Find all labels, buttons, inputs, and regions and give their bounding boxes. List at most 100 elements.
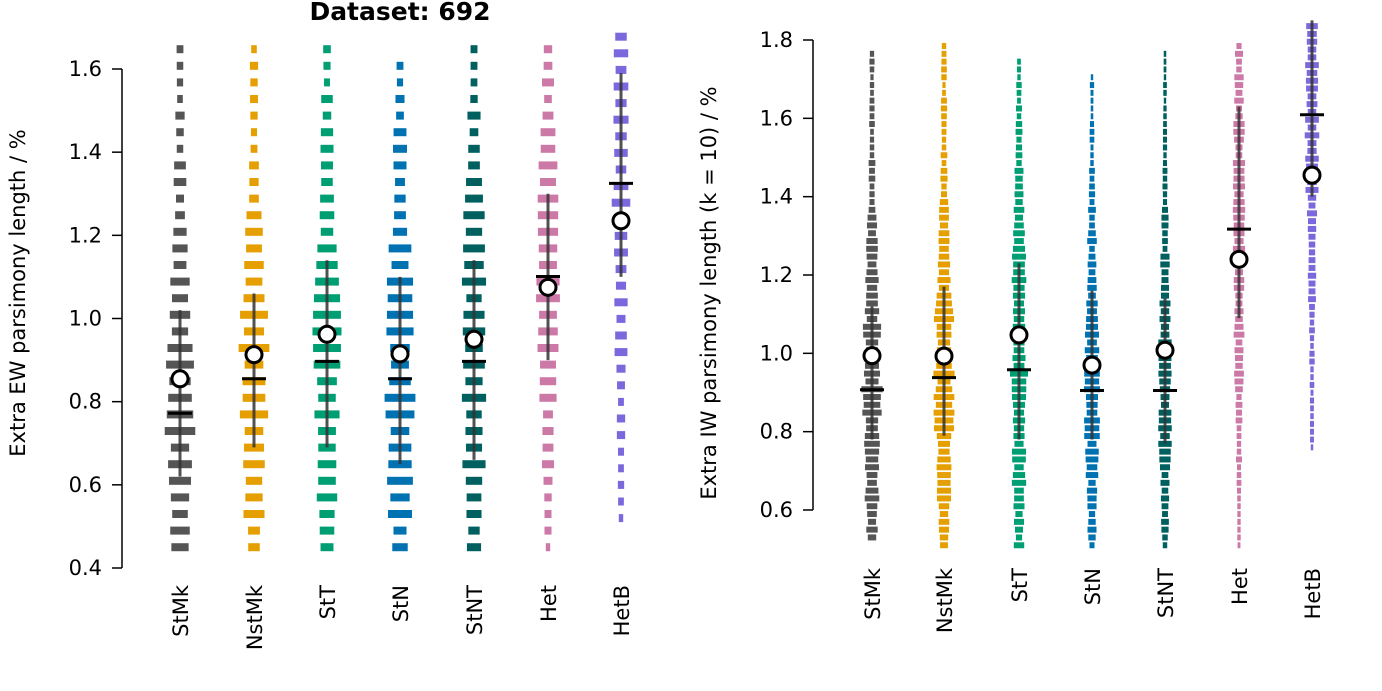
distribution-mark — [175, 194, 185, 203]
distribution-mark — [1089, 214, 1095, 221]
distribution-mark — [170, 526, 190, 535]
distribution-mark — [1088, 253, 1096, 260]
distribution-mark — [1012, 472, 1026, 479]
distribution-mark — [941, 121, 947, 128]
distribution-mark — [1162, 128, 1168, 135]
distribution-mark — [866, 269, 878, 276]
distribution-mark — [864, 448, 880, 455]
distribution-mark — [1089, 199, 1095, 206]
distribution-mark — [1307, 225, 1317, 232]
distribution-mark — [1309, 381, 1315, 388]
distribution-mark — [544, 95, 552, 104]
distribution-mark — [466, 510, 482, 519]
distribution-mark — [466, 178, 482, 187]
distribution-mark — [1088, 206, 1096, 213]
distribution-mark — [1162, 511, 1168, 518]
distribution-mark — [1161, 503, 1169, 510]
distribution-mark — [1163, 105, 1167, 112]
distribution-mark — [1014, 222, 1024, 229]
distribution-mark — [542, 427, 554, 436]
x-tick-label: StMk — [861, 567, 885, 620]
distribution-mark — [176, 78, 184, 87]
distribution-mark — [392, 543, 408, 552]
distribution-mark — [1163, 74, 1167, 81]
distribution-mark — [939, 214, 949, 221]
distribution-mark — [1235, 417, 1243, 424]
distribution-mark — [1089, 82, 1095, 89]
distribution-mark — [869, 191, 875, 198]
distribution-mark — [940, 167, 948, 174]
distribution-mark — [941, 97, 947, 104]
distribution-mark — [321, 95, 333, 104]
distribution-mark — [1161, 526, 1169, 533]
distribution-mark — [173, 227, 187, 236]
distribution-mark — [1014, 487, 1024, 494]
distribution-mark — [1016, 105, 1022, 112]
y-axis-title: Extra IW parsimony length (k = 10) / % — [697, 86, 721, 499]
distribution-mark — [1235, 386, 1243, 393]
distribution-mark — [866, 238, 878, 245]
distribution-mark — [468, 526, 480, 535]
distribution-mark — [1087, 503, 1097, 510]
distribution-mark — [1163, 136, 1167, 143]
distribution-mark — [544, 493, 552, 502]
distribution-mark — [940, 105, 948, 112]
distribution-mark — [176, 61, 184, 70]
distribution-mark — [1088, 511, 1096, 518]
distribution-mark — [1163, 50, 1167, 57]
distribution-mark — [1162, 245, 1168, 252]
distribution-mark — [1306, 210, 1318, 217]
distribution-mark — [1236, 58, 1242, 65]
distribution-mark — [171, 294, 189, 303]
distribution-mark — [942, 82, 946, 89]
distribution-mark — [1235, 401, 1243, 408]
distribution-mark — [867, 214, 877, 221]
distribution-mark — [867, 261, 877, 268]
distribution-mark — [172, 244, 188, 253]
distribution-mark — [470, 78, 478, 87]
distribution-mark — [1085, 456, 1099, 463]
distribution-mark — [1015, 175, 1023, 182]
distribution-mark — [937, 479, 951, 486]
distribution-mark — [469, 128, 479, 137]
distribution-mark — [393, 144, 407, 153]
distribution-mark — [870, 128, 874, 135]
distribution-mark — [1161, 472, 1169, 479]
distribution-mark — [938, 448, 950, 455]
distribution-mark — [1016, 136, 1022, 143]
distribution-mark — [245, 476, 263, 485]
distribution-mark — [177, 95, 183, 104]
distribution-mark — [616, 364, 626, 373]
distribution-mark — [866, 253, 878, 260]
distribution-mark — [869, 82, 875, 89]
distribution-mark — [866, 284, 878, 291]
distribution-mark — [1161, 518, 1169, 525]
distribution-mark — [1310, 428, 1314, 435]
distribution-mark — [1161, 269, 1169, 276]
distribution-mark — [396, 61, 404, 70]
panel-iw: 0.60.81.01.21.41.61.8 Extra IW parsimony… — [697, 20, 1325, 633]
distribution-mark — [1087, 284, 1097, 291]
distribution-mark — [542, 111, 554, 120]
distribution-mark — [1163, 89, 1167, 96]
distribution-mark — [1016, 89, 1022, 96]
distribution-mark — [543, 410, 553, 419]
distribution-mark — [1233, 331, 1245, 338]
distribution-mark — [617, 447, 625, 456]
distribution-mark — [248, 526, 260, 535]
distribution-mark — [867, 511, 877, 518]
distribution-mark — [866, 503, 878, 510]
distribution-mark — [390, 493, 410, 502]
mean-point — [1082, 355, 1102, 375]
distribution-mark — [1089, 128, 1095, 135]
distribution-mark — [1013, 206, 1025, 213]
distribution-mark — [1012, 245, 1026, 252]
distribution-mark — [249, 178, 259, 187]
distribution-mark — [1016, 82, 1022, 89]
distribution-mark — [1234, 74, 1244, 81]
distribution-mark — [937, 456, 951, 463]
strip-stn — [1080, 74, 1104, 549]
distribution-mark — [1089, 542, 1095, 549]
